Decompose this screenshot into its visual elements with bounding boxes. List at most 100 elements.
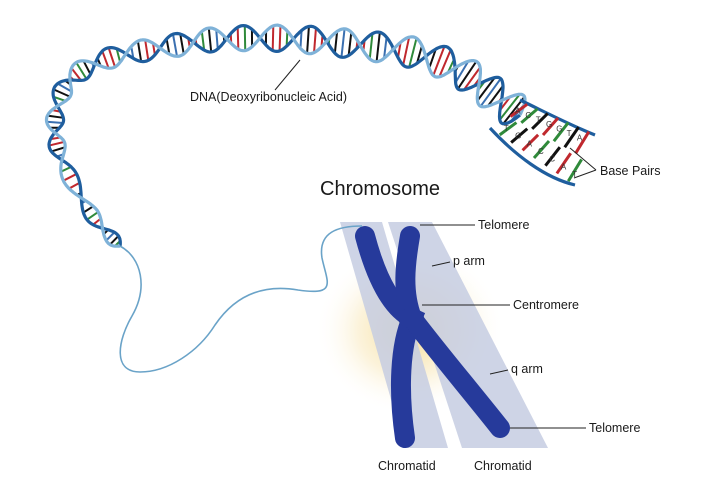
base-letter: C <box>525 111 531 120</box>
leader-dna <box>274 59 301 91</box>
base-pair-half <box>510 127 529 144</box>
base-letter: T <box>567 129 572 138</box>
dna-rung <box>144 39 150 61</box>
dna-rung <box>313 28 317 53</box>
label-p-arm: p arm <box>453 254 485 268</box>
dna-rung <box>82 60 92 75</box>
dna-rung <box>86 211 99 221</box>
dna-rung <box>207 27 213 53</box>
dna-strand-inner <box>44 23 527 248</box>
dna-rung <box>479 78 502 107</box>
base-pair-half <box>567 158 583 182</box>
dna-rung <box>368 33 374 59</box>
dna-rung <box>278 25 282 51</box>
base-pair-half <box>552 121 570 143</box>
base-pair-half <box>498 121 518 137</box>
dna-rung <box>271 25 275 51</box>
label-chromatid-left: Chromatid <box>378 459 436 473</box>
label-q-arm: q arm <box>511 362 543 376</box>
dna-rung <box>179 33 185 55</box>
base-letter: G <box>556 125 562 134</box>
dna-rung <box>200 31 206 51</box>
dna-rung <box>165 38 171 55</box>
base-pair-half <box>544 146 562 167</box>
dna-rung <box>285 31 289 47</box>
dna-rung <box>299 30 303 49</box>
leader-base-pairs-2 <box>573 169 597 179</box>
dna-double-helix <box>44 23 527 248</box>
base-letter: A <box>527 139 533 148</box>
base-letter: C <box>549 155 555 164</box>
dna-rung <box>109 235 120 246</box>
dna-rung <box>333 31 339 54</box>
dna-rung <box>107 47 116 68</box>
base-pairs-strand-bottom <box>488 126 576 187</box>
leader-base-pairs-1 <box>569 147 597 171</box>
base-pair-half <box>563 126 580 149</box>
dna-rung <box>375 32 381 62</box>
dna-rung <box>476 77 496 102</box>
dna-rung <box>82 205 94 214</box>
label-telomere-top: Telomere <box>478 218 529 232</box>
base-pair-half <box>520 107 539 124</box>
chromosome-figure <box>315 222 548 448</box>
label-chromosome: Chromosome <box>320 178 440 200</box>
centromere <box>398 308 424 328</box>
base-pair-half <box>574 130 591 155</box>
dna-rung <box>46 120 64 124</box>
label-base-pairs: Base Pairs <box>600 164 660 178</box>
dna-rung <box>48 140 65 147</box>
dna-rung <box>454 60 470 83</box>
base-letter: T <box>536 115 541 124</box>
dna-rung <box>53 95 66 102</box>
dna-rung <box>51 146 66 153</box>
dna-rung <box>62 173 78 182</box>
dna-rung <box>47 114 64 119</box>
dna-rung <box>347 32 353 56</box>
label-chromatid-right: Chromatid <box>474 459 532 473</box>
base-letter: C <box>538 147 544 156</box>
dna-rung <box>172 34 178 57</box>
dna-rung <box>487 85 504 107</box>
leader-lines <box>274 59 597 429</box>
dna-rung <box>428 48 437 69</box>
label-centromere: Centromere <box>513 298 579 312</box>
chromatid-panel-left <box>340 222 448 448</box>
dna-rung <box>438 49 452 78</box>
dna-strand-outer <box>47 24 521 247</box>
base-pair-half <box>521 133 540 152</box>
dna-rung <box>340 28 346 58</box>
chromatid-panel-right <box>388 222 548 448</box>
base-pair-half <box>541 117 560 136</box>
dna-rung <box>432 46 446 76</box>
base-pair-half <box>532 140 551 159</box>
base-letter: G <box>515 132 521 141</box>
dna-rung <box>115 48 122 63</box>
base-letter: T <box>572 170 577 179</box>
dna-backbones <box>44 23 527 248</box>
dna-rung <box>136 40 143 62</box>
label-telomere-bottom: Telomere <box>589 421 640 435</box>
base-pair-half <box>531 112 549 130</box>
leader-p-arm <box>431 261 451 267</box>
dna-rung <box>70 67 82 82</box>
dna-rung <box>402 36 411 66</box>
base-letter: A <box>561 162 567 171</box>
dna-rung <box>236 27 240 50</box>
base-letter: A <box>577 134 583 143</box>
base-letter: A <box>515 106 521 115</box>
base-pair-half <box>555 152 572 175</box>
dna-rung <box>68 181 81 190</box>
dna-rung <box>75 61 88 80</box>
base-letter: G <box>546 120 552 129</box>
dna-rung <box>57 82 73 93</box>
dna-rung <box>306 26 310 54</box>
dna-rung <box>215 29 219 50</box>
leader-q-arm <box>489 369 509 375</box>
dna-rung <box>416 45 423 64</box>
dna-rung <box>463 66 481 91</box>
dna-rung <box>105 231 116 242</box>
dna-rung <box>101 50 110 69</box>
